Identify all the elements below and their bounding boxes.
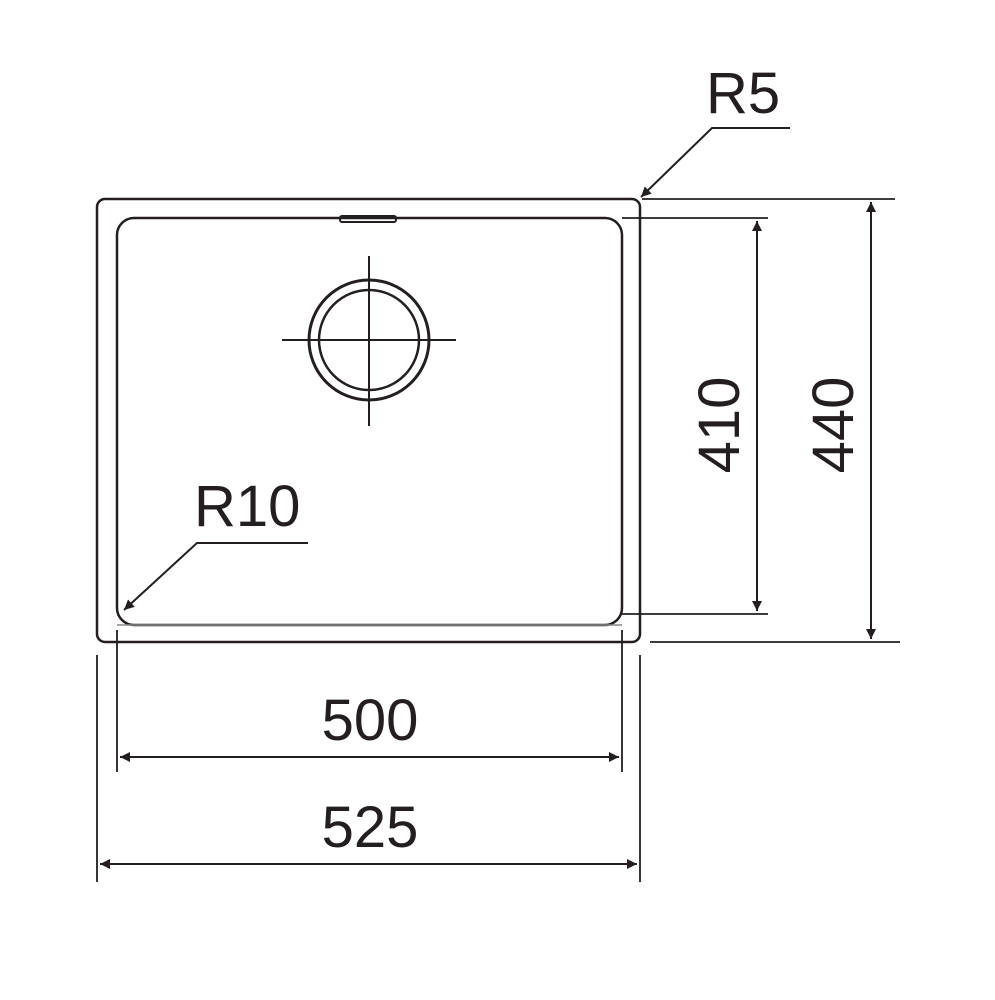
sink-body [95,197,642,644]
label-inner-depth: 410 [687,377,752,474]
overflow-slot [339,215,397,223]
leader-outer-radius [640,127,790,198]
extension-lines [96,198,900,882]
label-outer-width: 525 [322,795,419,860]
leader-inner-radius [123,542,308,611]
drain [282,256,456,426]
sink-outer-outline [95,197,642,644]
label-inner-corner-radius: R10 [194,474,300,539]
radius-leaders [123,127,790,611]
label-inner-width: 500 [322,688,419,753]
label-outer-depth: 440 [801,377,866,474]
dimension-lines [100,202,876,869]
label-outer-corner-radius: R5 [706,61,780,126]
